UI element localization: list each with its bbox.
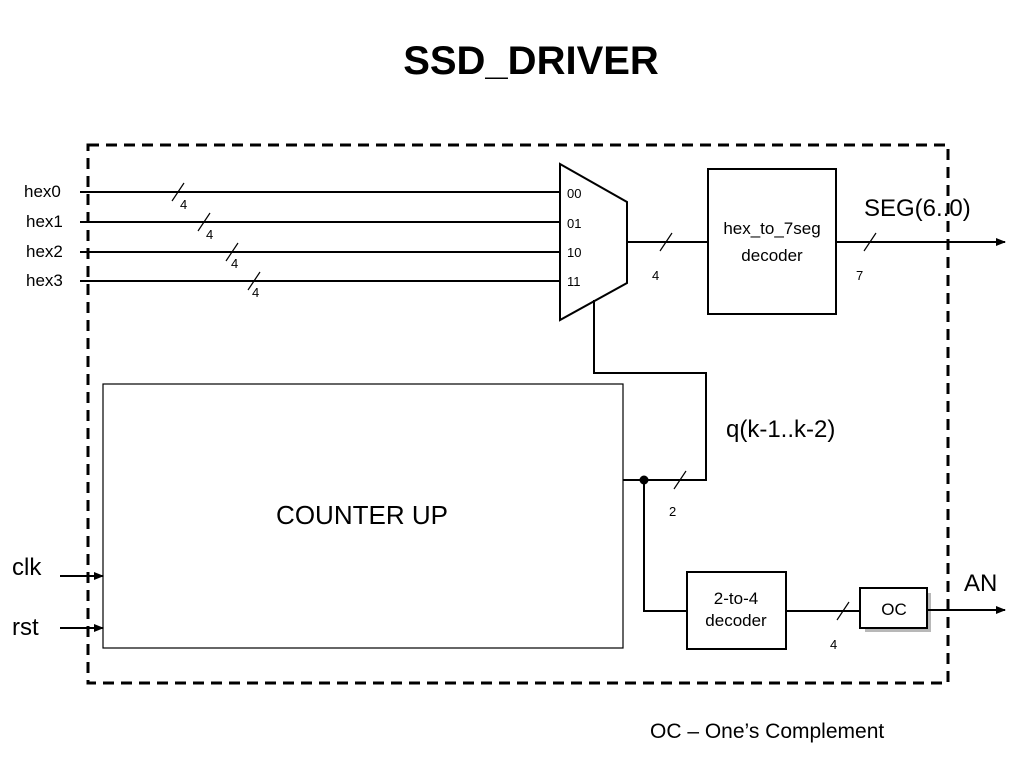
hex0-label: hex0 <box>24 182 61 201</box>
select-line-width: 2 <box>669 504 676 519</box>
hex3-bus-slash <box>247 271 261 291</box>
hex0-bus-slash <box>171 182 185 202</box>
mux-sel-01: 01 <box>567 216 581 231</box>
hex1-bus-slash <box>197 212 211 232</box>
multiplexer <box>559 162 628 322</box>
counter-to-decoder-wire <box>643 480 687 612</box>
hex2-bus-slash <box>225 242 239 262</box>
oc-block <box>859 587 928 629</box>
hex2-label: hex2 <box>26 242 63 261</box>
mux-sel-00: 00 <box>567 186 581 201</box>
hex-decoder-label-line2: decoder <box>741 246 803 265</box>
mux-output-slash <box>659 232 673 252</box>
counter-up-block <box>102 383 624 649</box>
hex-input-buses <box>80 182 560 291</box>
mux-sel-11: 11 <box>567 274 581 289</box>
two-to-four-decoder <box>686 571 787 650</box>
decoder-output-width: 4 <box>830 637 837 652</box>
hex-to-7seg-decoder <box>707 168 837 315</box>
hex-decoder-label-line1: hex_to_7seg <box>723 219 820 238</box>
decoder24-label-line2: decoder <box>705 611 767 630</box>
rst-label: rst <box>12 614 39 641</box>
seg-output-slash <box>863 232 877 252</box>
hex2-width: 4 <box>231 256 238 271</box>
select-line-slash <box>673 470 687 490</box>
decoder24-label-line1: 2-to-4 <box>714 589 758 608</box>
hex1-width: 4 <box>206 227 213 242</box>
mux-output-width: 4 <box>652 268 659 283</box>
hex3-label: hex3 <box>26 271 63 290</box>
an-output-label: AN <box>964 570 997 597</box>
module-boundary <box>86 143 950 685</box>
counter-up-label: COUNTER UP <box>276 500 448 530</box>
mux-sel-10: 10 <box>567 245 581 260</box>
hex3-width: 4 <box>252 285 259 300</box>
footnote: OC – One’s Complement <box>650 720 884 743</box>
seg-output-label: SEG(6..0) <box>864 195 971 222</box>
page-title: SSD_DRIVER <box>403 39 659 83</box>
oc-label: OC <box>881 600 907 619</box>
hex0-width: 4 <box>180 197 187 212</box>
select-line-wire <box>593 300 707 481</box>
hex1-label: hex1 <box>26 212 63 231</box>
clk-label: clk <box>12 554 42 581</box>
seg-output-width: 7 <box>856 268 863 283</box>
decoder-output-slash <box>836 601 850 621</box>
select-line-label: q(k-1..k-2) <box>726 416 835 443</box>
